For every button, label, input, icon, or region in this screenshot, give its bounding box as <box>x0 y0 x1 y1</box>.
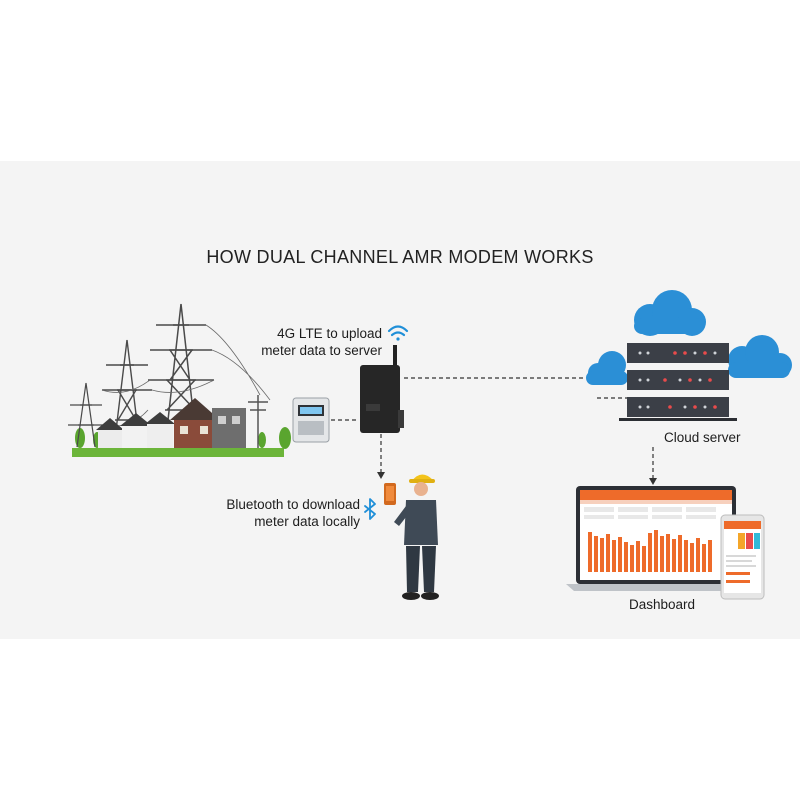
bt-label-line-1: Bluetooth to download <box>226 497 360 512</box>
laptop-icon <box>566 486 746 591</box>
lte-label-line-2: meter data to server <box>261 343 382 358</box>
transmission-tower-icon <box>68 382 104 448</box>
house-icon <box>212 408 246 448</box>
dashboard-label: Dashboard <box>629 597 696 612</box>
dashed-connectors <box>331 377 654 479</box>
diagram-title: HOW DUAL CHANNEL AMR MODEM WORKS <box>206 247 594 267</box>
smartphone-icon <box>384 483 396 505</box>
lte-upload-label: 4G LTE to upload meter data to server <box>250 325 382 359</box>
cloud-icon <box>586 351 628 385</box>
grass-strip <box>72 448 284 457</box>
transmission-tower-icon <box>102 339 152 448</box>
lte-label-line-1: 4G LTE to upload <box>277 326 382 341</box>
smartphone-icon <box>720 514 765 600</box>
cloud-icon <box>728 335 792 378</box>
engineer-icon <box>394 474 439 600</box>
transmission-tower-icon <box>148 303 214 448</box>
electric-meter-icon <box>292 397 330 443</box>
arrow-head <box>377 472 385 479</box>
power-grid-scene <box>68 303 330 457</box>
house-icon <box>96 412 175 448</box>
cloud-icon <box>634 290 706 336</box>
wifi-icon <box>387 325 409 341</box>
dashboard-bars <box>588 530 712 572</box>
server-icon <box>619 343 737 421</box>
modem-icon <box>360 345 404 433</box>
bluetooth-icon <box>364 498 376 520</box>
bluetooth-download-label: Bluetooth to download meter data locally <box>198 496 360 530</box>
bt-label-line-2: meter data locally <box>254 514 360 529</box>
cloud-server-label: Cloud server <box>664 430 741 445</box>
utility-pole <box>248 395 268 448</box>
arrow-head <box>649 478 657 485</box>
house-icon <box>170 398 220 448</box>
